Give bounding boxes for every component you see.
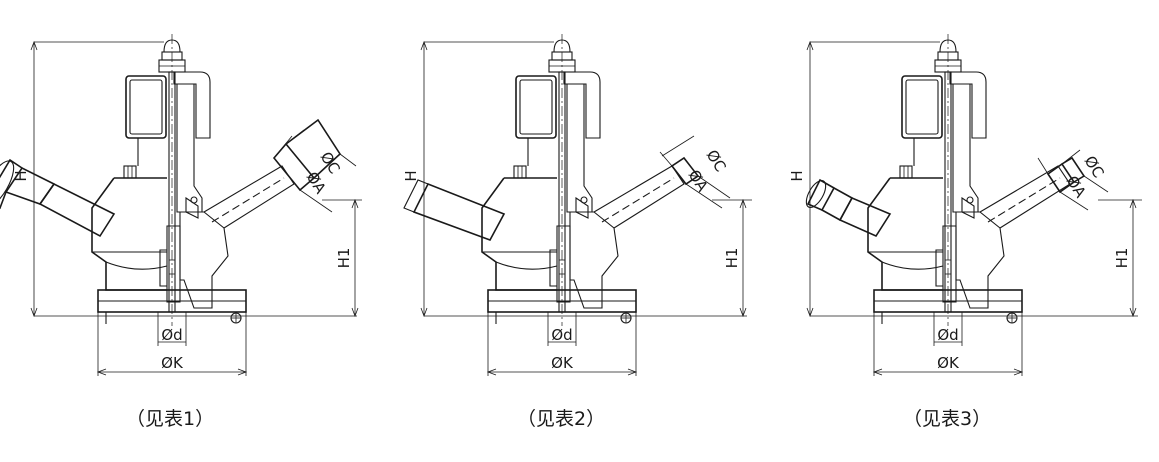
dim-d-3: Ød bbox=[937, 326, 958, 344]
valve-figure-2: H H1 ØA ØC Ød ØK bbox=[402, 33, 752, 376]
dim-H-1: H bbox=[12, 170, 30, 181]
dim-H1-1: H1 bbox=[335, 248, 353, 269]
caption-figure-3: （见表3） bbox=[903, 408, 992, 430]
dim-H1-3: H1 bbox=[1113, 248, 1131, 269]
dim-H1-2: H1 bbox=[723, 248, 741, 269]
dim-K-3: ØK bbox=[937, 354, 960, 372]
dim-d-2: Ød bbox=[551, 326, 572, 344]
dim-H-3: H bbox=[788, 170, 806, 181]
dim-K-1: ØK bbox=[161, 354, 184, 372]
dim-H-2: H bbox=[402, 170, 420, 181]
dim-d-1: Ød bbox=[161, 326, 182, 344]
valve-figure-1: H H1 ØA ØC Ød ØK bbox=[0, 33, 362, 376]
dim-K-2: ØK bbox=[551, 354, 574, 372]
valve-figure-3: H H1 ØA ØC Ød ØK bbox=[788, 33, 1142, 376]
caption-figure-1: （见表1） bbox=[126, 408, 215, 430]
caption-figure-2: （见表2） bbox=[517, 408, 606, 430]
dim-A-2: ØA bbox=[685, 167, 712, 196]
dim-C-2: ØC bbox=[703, 147, 730, 175]
